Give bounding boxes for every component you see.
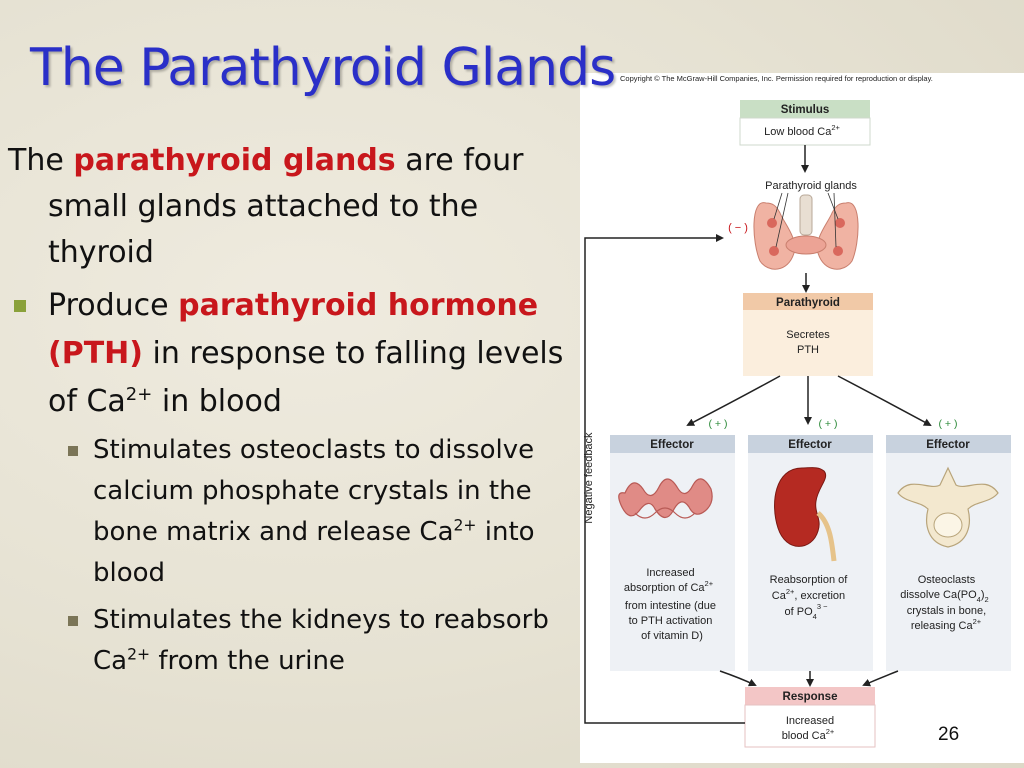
response-box: Response Increased blood Ca2+ [744,687,876,748]
negative-sign: ( − ) [728,222,748,234]
positive-sign-1: ( + ) [709,418,728,430]
negative-feedback-label: Negative feedback [583,432,595,524]
effector-header: Effector [926,439,970,451]
effector-intestine-box: Effector Increased absorption of Ca2+ fr… [610,435,735,671]
response-body-bg [744,704,876,748]
negative-feedback-loop [584,234,745,724]
stimulus-text: Low blood Ca2+ [764,123,840,138]
feedback-diagram: Copyright © The McGraw-Hill Companies, I… [583,74,1011,748]
arrow-intestine-to-response [719,670,757,687]
ureter-illustration [816,511,837,562]
positive-sign-3: ( + ) [939,418,958,430]
parathyroid-glands-illustration [753,192,859,270]
response-header-bg [745,687,875,705]
parathyroid-header-bg [743,293,873,310]
square-bullet-icon [68,616,78,626]
response-line-1: Increased [786,715,834,727]
effector-header-bg [748,435,873,453]
bullet-produce-pth: Produce parathyroid hormone (PTH) in res… [8,282,578,426]
arrow-bone-to-response [862,670,899,687]
square-bullet-icon [14,300,26,312]
slide-title: The Parathyroid Glands [30,38,616,98]
effector-header-bg [610,435,735,453]
effector-kidney-box: Effector Reabsorption of Ca2+, excretion… [748,435,873,671]
parathyroid-header: Parathyroid [776,297,840,309]
positive-sign-2: ( + ) [819,418,838,430]
effector-bone-text: Osteoclasts dissolve Ca(PO4)2 crystals i… [900,574,992,632]
pth-feedback-figure: Copyright © The McGraw-Hill Companies, I… [580,73,1024,763]
square-bullet-icon [68,446,78,456]
term-parathyroid-glands: parathyroid glands [73,143,396,178]
parathyroid-box: Parathyroid Secretes PTH [743,293,873,376]
term-pth: parathyroid hormone (PTH) [48,288,539,371]
intro-paragraph: The parathyroid glands are four small gl… [8,143,524,270]
secretes-line-1: Secretes [786,329,830,341]
effector-header: Effector [650,439,694,451]
page-number: 26 [938,724,960,745]
secretes-line-2: PTH [797,344,819,356]
response-line-2: blood Ca2+ [782,727,835,742]
effector-bone-box: Effector Osteoclasts dissolve Ca(PO4)2 c… [886,435,1011,671]
stimulus-body-bg [739,117,871,146]
stimulus-box: Stimulus Low blood Ca2+ [739,100,871,146]
response-header: Response [783,691,838,703]
stimulus-header: Stimulus [781,104,830,116]
parathyroid-glands-label: Parathyroid glands [765,180,857,192]
subbullet-osteoclasts: Stimulates osteoclasts to dissolve calci… [8,430,578,594]
intestine-illustration [618,478,713,519]
slide-body: The parathyroid glands are four small gl… [8,138,578,682]
effector-header-bg [886,435,1011,453]
effector-header: Effector [788,439,832,451]
effector-intestine-text: Increased absorption of Ca2+ from intest… [624,567,719,642]
arrow-to-effector-intestine [686,375,781,426]
stimulus-header-bg [740,100,870,118]
parathyroid-body-bg [743,310,873,376]
subbullet-kidneys: Stimulates the kidneys to reabsorb Ca2+ … [8,600,578,682]
arrow-to-effector-bone [837,375,932,426]
copyright-notice: Copyright © The McGraw-Hill Companies, I… [620,74,933,83]
effector-kidney-text: Reabsorption of Ca2+, excretion of PO43 … [770,574,851,621]
vertebra-illustration [897,466,999,548]
kidney-illustration [774,467,827,547]
